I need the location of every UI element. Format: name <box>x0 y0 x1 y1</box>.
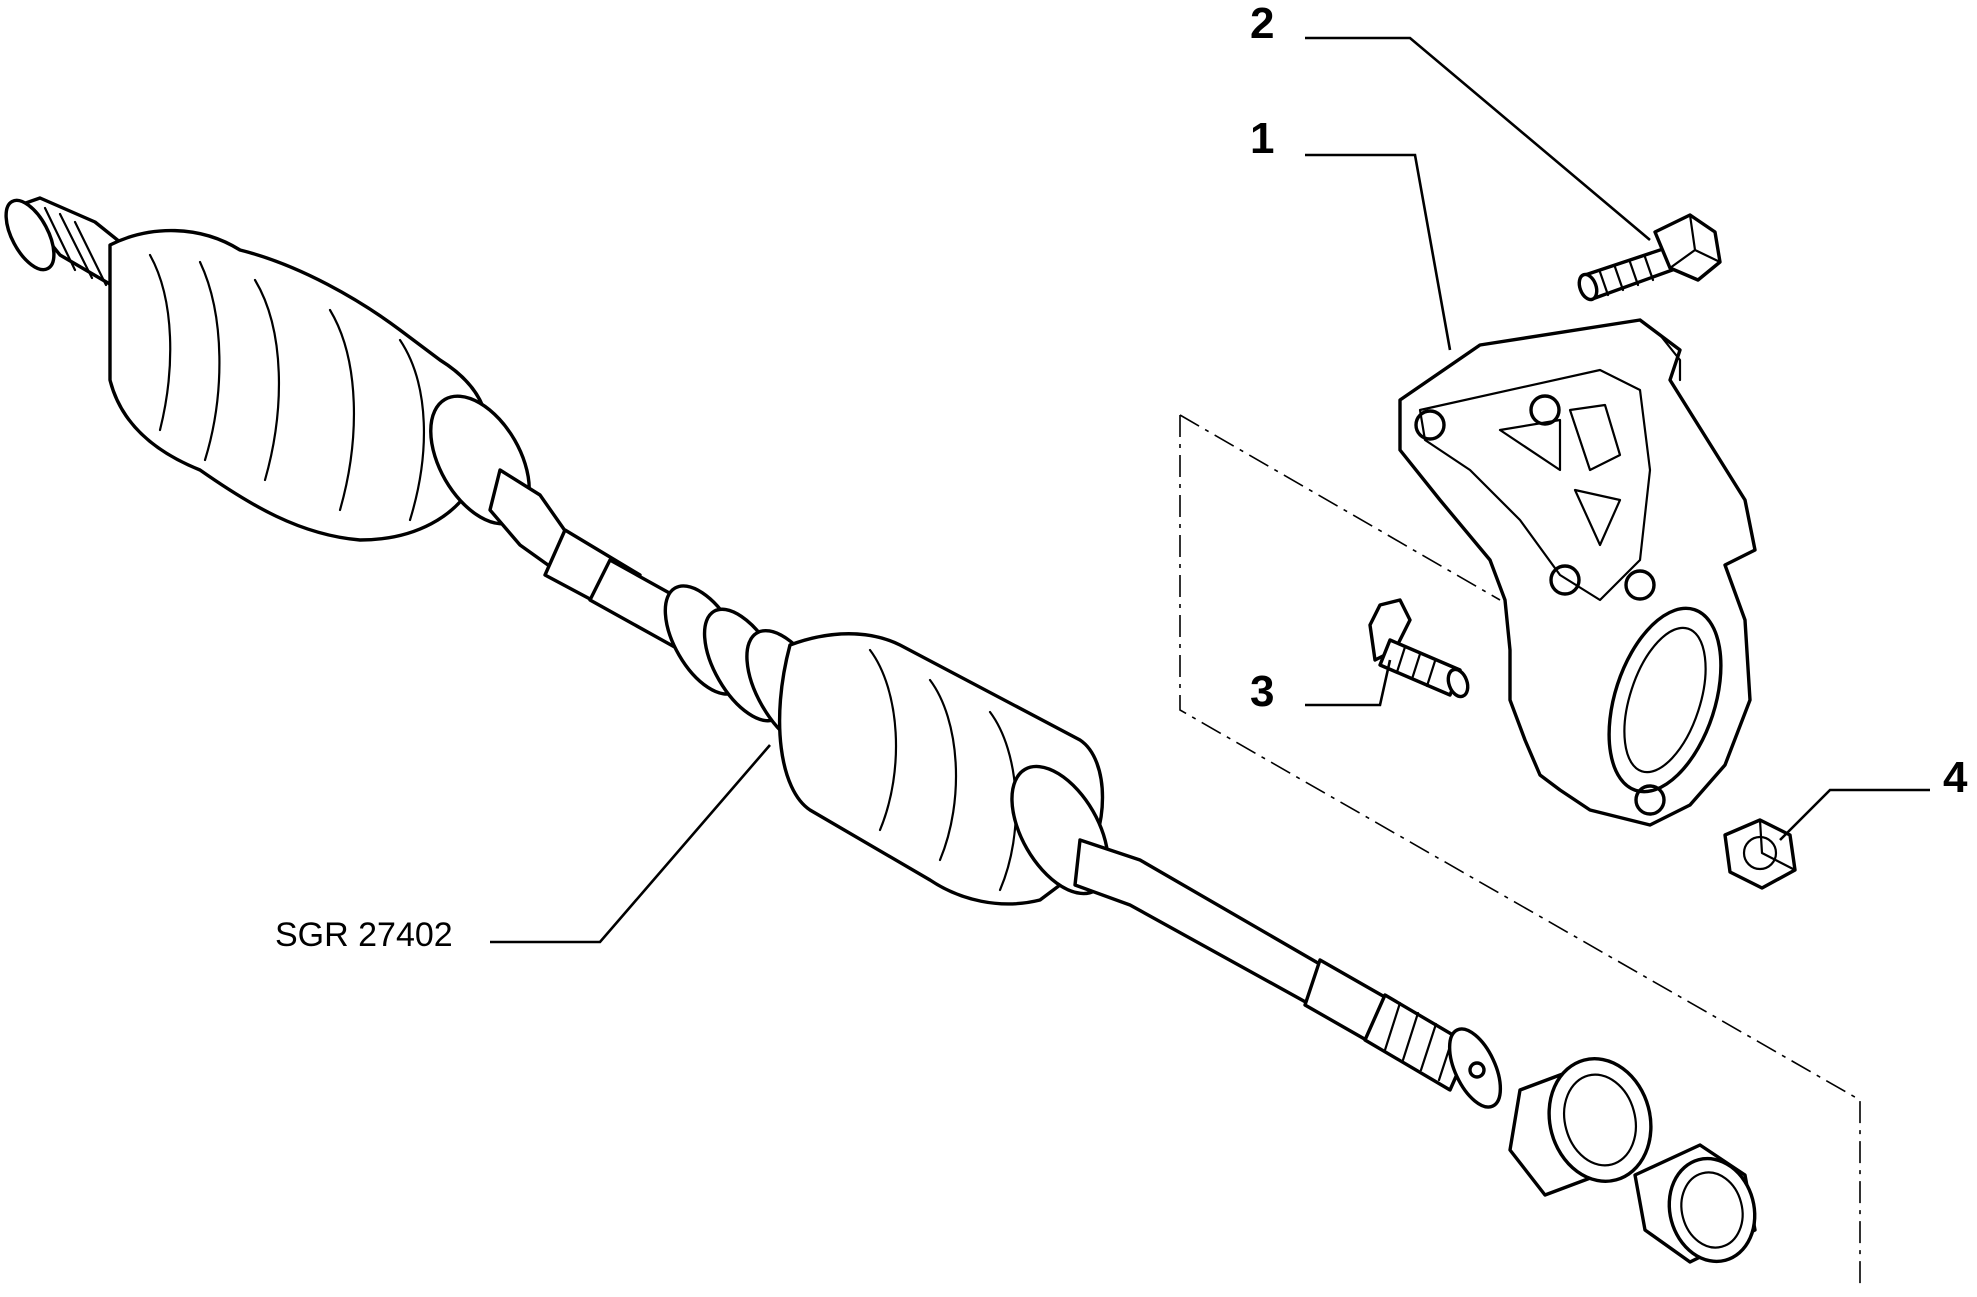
leader-1 <box>1305 153 1452 351</box>
support-bracket <box>1398 318 1757 827</box>
nut <box>1723 818 1797 890</box>
leader-3 <box>1305 659 1392 707</box>
bolt <box>1577 213 1722 302</box>
leader-4 <box>1779 788 1930 841</box>
outer-cv-boot <box>108 228 531 542</box>
callout-3: 3 <box>1250 667 1274 716</box>
callout-1: 1 <box>1250 114 1274 163</box>
leader-lines <box>490 36 1930 944</box>
callout-2: 2 <box>1250 0 1274 48</box>
leader-2 <box>1305 36 1651 241</box>
reference-code: SGR 27402 <box>275 916 453 954</box>
drive-shaft <box>4 196 1503 1109</box>
inner-shaft <box>1073 838 1503 1109</box>
leader-ref <box>490 744 771 944</box>
callout-4: 4 <box>1943 753 1968 802</box>
bearing-ring <box>1508 1057 1653 1197</box>
assembly-dashed-outline <box>1179 414 1861 1290</box>
bushing-sleeve <box>1633 1143 1757 1264</box>
stud-pin <box>1368 598 1470 699</box>
